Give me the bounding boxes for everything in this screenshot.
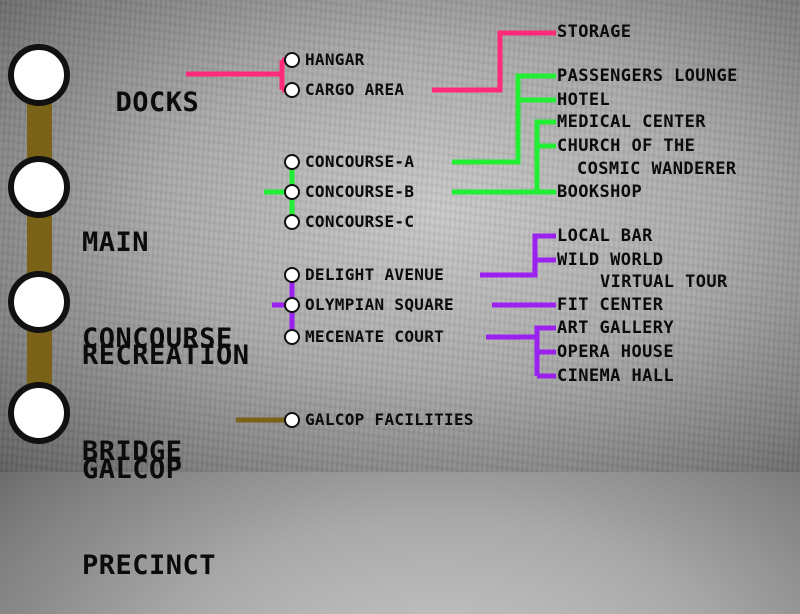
dest-label-church-line2: COSMIC WANDERER <box>577 159 737 179</box>
area-node-mecenate-court <box>284 329 300 345</box>
dest-label-hotel: HOTEL <box>557 90 611 110</box>
station-map <box>8 30 556 444</box>
station-node-galcop-precinct <box>8 382 70 444</box>
dest-label-art-gallery: ART GALLERY <box>557 318 674 338</box>
dest-label-cinema-hall: CINEMA HALL <box>557 366 674 386</box>
area-node-concourse-a <box>284 154 300 170</box>
dest-label-opera-house: OPERA HOUSE <box>557 342 674 362</box>
dest-label-wild-world-line1: WILD WORLD <box>557 250 664 270</box>
dest-label-wild-world-line2: VIRTUAL TOUR <box>600 272 728 292</box>
area-label-concourse-c: CONCOURSE-C <box>305 212 415 231</box>
recreation-line <box>272 233 556 379</box>
dest-label-bookshop: BOOKSHOP <box>557 182 643 202</box>
station-label-main-concourse: MAIN CONCOURSE <box>82 227 233 354</box>
area-label-concourse-b: CONCOURSE-B <box>305 182 415 201</box>
station-circles <box>8 44 70 444</box>
station-label-recreation-bridge: RECREATION BRIDGE <box>82 340 250 467</box>
area-node-olympian-square <box>284 297 300 313</box>
area-nodes <box>284 52 300 428</box>
area-node-galcop-facilities <box>284 412 300 428</box>
dest-label-fit-center: FIT CENTER <box>557 295 664 315</box>
area-label-delight-avenue: DELIGHT AVENUE <box>305 265 445 284</box>
area-label-olympian-square: OLYMPIAN SQUARE <box>305 295 454 314</box>
station-node-main-concourse <box>8 156 70 218</box>
area-node-cargo-area <box>284 82 300 98</box>
station-label-docks: DOCKS <box>115 87 200 118</box>
area-label-concourse-a: CONCOURSE-A <box>305 152 415 171</box>
dest-label-passengers-lounge: PASSENGERS LOUNGE <box>557 66 738 86</box>
station-node-docks <box>8 44 70 106</box>
dest-label-local-bar: LOCAL BAR <box>557 226 653 246</box>
area-node-concourse-b <box>284 184 300 200</box>
dest-label-medical-center: MEDICAL CENTER <box>557 112 706 132</box>
dest-label-church-line1: CHURCH OF THE <box>557 136 696 156</box>
station-node-recreation-bridge <box>8 271 70 333</box>
area-label-hangar: HANGAR <box>305 50 365 69</box>
area-node-concourse-c <box>284 214 300 230</box>
station-label-galcop-precinct: GALCOP PRECINCT <box>82 454 217 581</box>
area-node-delight-avenue <box>284 267 300 283</box>
area-node-hangar <box>284 52 300 68</box>
area-label-cargo-area: CARGO AREA <box>305 80 405 99</box>
trunk-line <box>27 75 52 415</box>
dest-label-storage: STORAGE <box>557 22 632 42</box>
area-label-mecenate-court: MECENATE COURT <box>305 327 445 346</box>
area-label-galcop-facilities: GALCOP FACILITIES <box>305 410 474 429</box>
